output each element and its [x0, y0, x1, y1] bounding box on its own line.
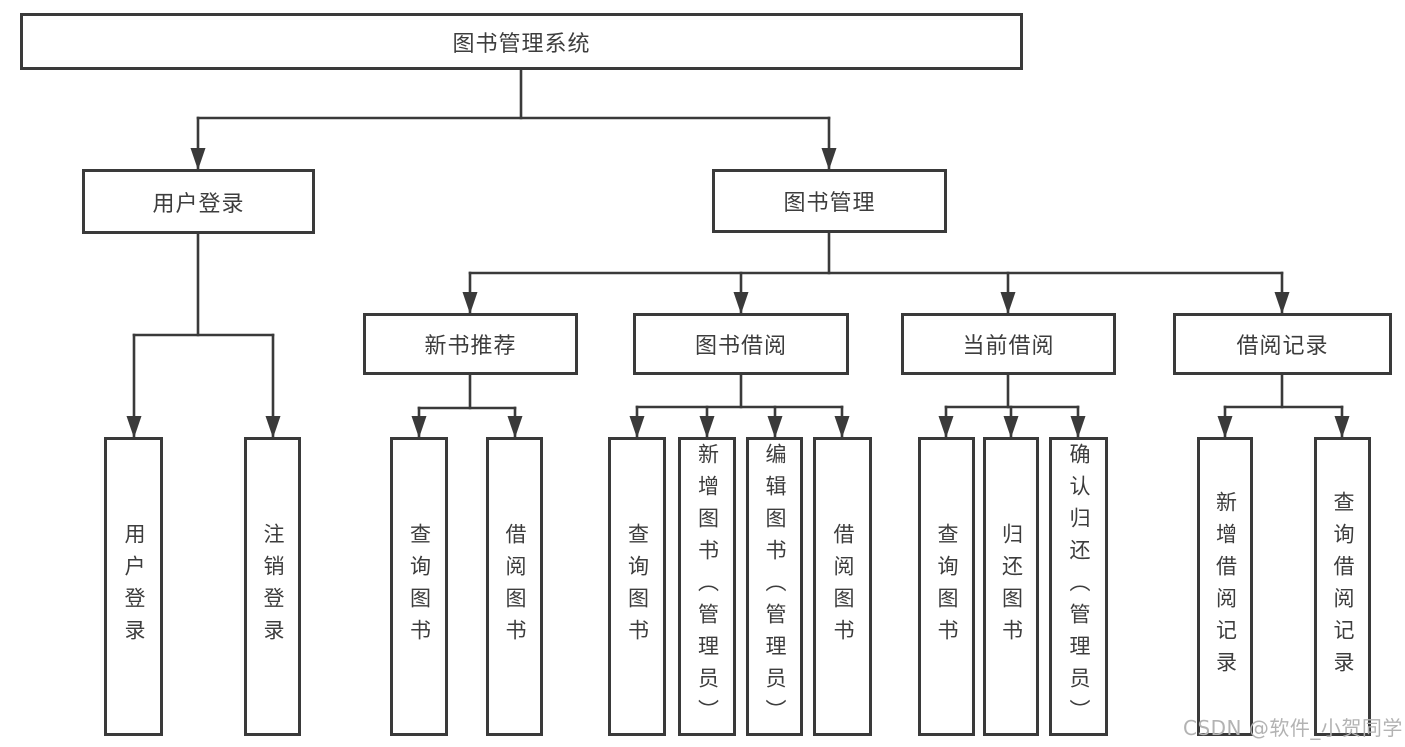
node-new-book-recommend: 新书推荐 — [363, 313, 578, 375]
leaf-borrow-book: 借阅图书 — [813, 437, 872, 736]
node-root-label: 图书管理系统 — [452, 31, 591, 57]
node-label: 图书借阅 — [694, 334, 787, 359]
leaf-label: 借阅图书 — [503, 522, 527, 651]
csdn-watermark: CSDN @软件_小贺同学 — [1183, 716, 1403, 740]
node-label: 图书管理 — [783, 191, 876, 216]
leaf-label: 查询借阅记录 — [1331, 490, 1355, 683]
node-label: 新书推荐 — [424, 334, 517, 359]
leaf-query-book-current: 查询图书 — [918, 437, 975, 736]
node-current-borrow: 当前借阅 — [901, 313, 1116, 375]
leaf-label: 查询图书 — [935, 522, 959, 651]
leaf-user-login: 用户登录 — [104, 437, 163, 736]
leaf-logout: 注销登录 — [244, 437, 301, 736]
leaf-return-book: 归还图书 — [983, 437, 1039, 736]
leaf-confirm-return-admin: 确认归还（管理员） — [1049, 437, 1108, 736]
node-label: 借阅记录 — [1236, 334, 1329, 359]
node-book-borrow: 图书借阅 — [633, 313, 849, 375]
leaf-label: 注销登录 — [261, 522, 285, 651]
leaf-label: 借阅图书 — [831, 522, 855, 651]
leaf-label: 编辑图书（管理员） — [763, 442, 787, 731]
node-root: 图书管理系统 — [20, 13, 1023, 70]
node-borrow-record: 借阅记录 — [1173, 313, 1392, 375]
leaf-label: 用户登录 — [122, 522, 146, 651]
node-user-login: 用户登录 — [82, 169, 315, 234]
leaf-add-book-admin: 新增图书（管理员） — [678, 437, 736, 736]
node-label: 用户登录 — [152, 191, 245, 217]
leaf-borrow-book-recommend: 借阅图书 — [486, 437, 543, 736]
leaf-label: 归还图书 — [999, 522, 1024, 651]
leaf-label: 新增借阅记录 — [1213, 490, 1238, 683]
leaf-query-book-borrow: 查询图书 — [608, 437, 666, 736]
leaf-edit-book-admin: 编辑图书（管理员） — [746, 437, 803, 736]
leaf-query-borrow-record: 查询借阅记录 — [1314, 437, 1371, 736]
node-book-management: 图书管理 — [712, 169, 947, 233]
leaf-label: 查询图书 — [407, 522, 432, 651]
node-label: 当前借阅 — [962, 334, 1055, 359]
leaf-add-borrow-record: 新增借阅记录 — [1197, 437, 1253, 736]
leaf-label: 确认归还（管理员） — [1067, 442, 1091, 731]
leaf-label: 新增图书（管理员） — [695, 442, 720, 731]
leaf-label: 查询图书 — [625, 522, 650, 651]
leaf-query-book-recommend: 查询图书 — [390, 437, 448, 736]
